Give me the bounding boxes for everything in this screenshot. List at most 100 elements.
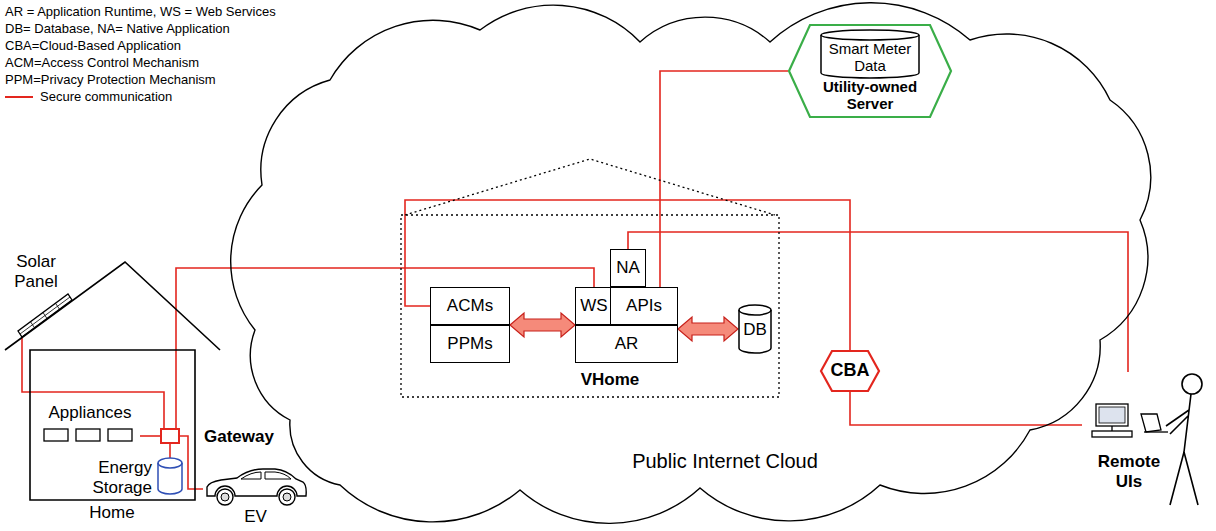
secure-link xyxy=(850,392,1082,425)
appliance-boxes xyxy=(44,429,132,441)
node-label: ACMs xyxy=(447,296,493,316)
component-box: NA xyxy=(610,249,646,287)
utility-server-hexagon: Smart Meter DataUtility-owned Server xyxy=(788,24,952,118)
solar-panel-frame xyxy=(18,294,72,337)
laptop-screen xyxy=(1141,414,1161,432)
abbreviation-note: CBA=Cloud-Based Application xyxy=(5,38,181,53)
node-label: EV xyxy=(203,507,308,527)
appliance-box xyxy=(76,429,100,441)
appliance-box xyxy=(108,429,132,441)
remote-ui-group: Remote UIs xyxy=(1082,372,1210,512)
appliances-group: Appliances xyxy=(40,403,140,445)
car-window xyxy=(241,472,291,479)
hexagon-outline xyxy=(821,351,879,391)
node-label: Smart Meter Data xyxy=(820,40,920,75)
car-drawing xyxy=(207,469,306,505)
car-hub xyxy=(283,493,291,501)
text-holder: Utility-owned Server xyxy=(810,78,930,113)
node-label: VHome xyxy=(560,370,660,390)
abbreviation-note: ACM=Access Control Mechanism xyxy=(5,55,199,70)
secure-link xyxy=(660,71,788,287)
house-node: AppliancesGatewayEnergy StorageHome xyxy=(5,262,225,528)
secure-link xyxy=(180,436,203,489)
cylinder-rim xyxy=(739,310,771,315)
appliance-box xyxy=(44,429,68,441)
node-label: Gateway xyxy=(204,427,274,447)
laptop-drawing xyxy=(1141,414,1168,432)
internet-cloud-outline xyxy=(225,0,1175,528)
monitor-screen xyxy=(1099,407,1125,423)
cloud-outline xyxy=(231,3,1151,524)
car-wheel xyxy=(217,489,233,505)
vhome-roof xyxy=(405,159,775,215)
database-cylinder: DB xyxy=(738,305,772,353)
double-arrow xyxy=(678,317,738,341)
text-holder: Energy Storage xyxy=(80,458,152,497)
energy-storage-cylinder: Energy Storage xyxy=(157,458,183,494)
vhome-walls xyxy=(401,215,779,397)
node-label: APIs xyxy=(626,296,662,316)
node-label: NA xyxy=(616,258,640,278)
text-holder: CBA xyxy=(820,360,880,381)
secure-link xyxy=(628,232,1128,372)
gateway-box: Gateway xyxy=(160,428,180,444)
node-label: WS xyxy=(580,296,607,316)
secure-link xyxy=(140,435,160,437)
laptop-base xyxy=(1144,431,1168,432)
person-body xyxy=(1166,394,1198,505)
monitor xyxy=(1096,404,1128,426)
double-arrow xyxy=(510,313,575,337)
energy-storage-cylinder-outline xyxy=(157,458,183,494)
cba-hexagon: CBA xyxy=(820,350,880,392)
car-hub xyxy=(221,493,229,501)
cylinder-body xyxy=(739,305,771,353)
internet-cloud: Smart Meter DataUtility-owned ServerACMs… xyxy=(225,0,1175,528)
secure-link xyxy=(169,444,171,458)
car-wheel xyxy=(279,489,295,505)
person-figure xyxy=(1166,374,1202,505)
legend-text: Secure communication xyxy=(40,89,172,104)
solar-panel-grid xyxy=(20,297,70,334)
component-box: APIs xyxy=(610,287,678,325)
component-box: AR xyxy=(575,325,678,363)
legend-row: Secure communication xyxy=(5,89,172,104)
node-label: Remote UIs xyxy=(1094,452,1164,491)
secure-link xyxy=(22,338,164,428)
node-label: PPMs xyxy=(447,334,492,354)
text-holder: Public Internet Cloud xyxy=(605,450,845,473)
hexagon-outline xyxy=(789,25,951,117)
component-box: PPMs xyxy=(430,325,510,363)
database-cylinder: Smart Meter Data xyxy=(820,30,920,78)
house-walls xyxy=(30,350,195,500)
solar-panel-node: Solar Panel xyxy=(18,294,80,338)
monitor-stand xyxy=(1111,426,1112,431)
node-label: Public Internet Cloud xyxy=(605,450,845,473)
text-holder: Gateway xyxy=(204,427,274,447)
node-label: Energy Storage xyxy=(80,458,152,497)
legend-line-sample xyxy=(5,96,33,98)
computer-drawing xyxy=(1092,404,1132,437)
cylinder-rim xyxy=(158,463,182,468)
keyboard xyxy=(1092,431,1132,437)
text-holder: Appliances xyxy=(40,403,140,423)
node-label: Utility-owned Server xyxy=(810,78,930,113)
node-label: CBA xyxy=(820,360,880,381)
text-holder: Remote UIs xyxy=(1094,452,1164,491)
cylinder-body xyxy=(158,458,182,494)
text-holder: VHome xyxy=(560,370,660,390)
ev-car: EV xyxy=(203,466,308,506)
cylinder-body xyxy=(821,30,919,78)
node-label: DB xyxy=(738,320,772,340)
text-holder: EV xyxy=(203,507,308,527)
component-box: WS xyxy=(575,287,613,325)
vhome-outline: ACMsPPMs NA WS APIsAR DB VHome xyxy=(400,158,780,398)
person-head xyxy=(1182,374,1202,394)
node-label: Home xyxy=(62,503,162,523)
text-holder: Smart Meter Data xyxy=(820,40,920,75)
node-label: Appliances xyxy=(40,403,140,423)
cylinder-rim xyxy=(821,35,919,40)
text-holder: Solar Panel xyxy=(8,252,64,291)
abbreviation-note: AR = Application Runtime, WS = Web Servi… xyxy=(5,4,276,19)
text-holder: Home xyxy=(62,503,162,523)
